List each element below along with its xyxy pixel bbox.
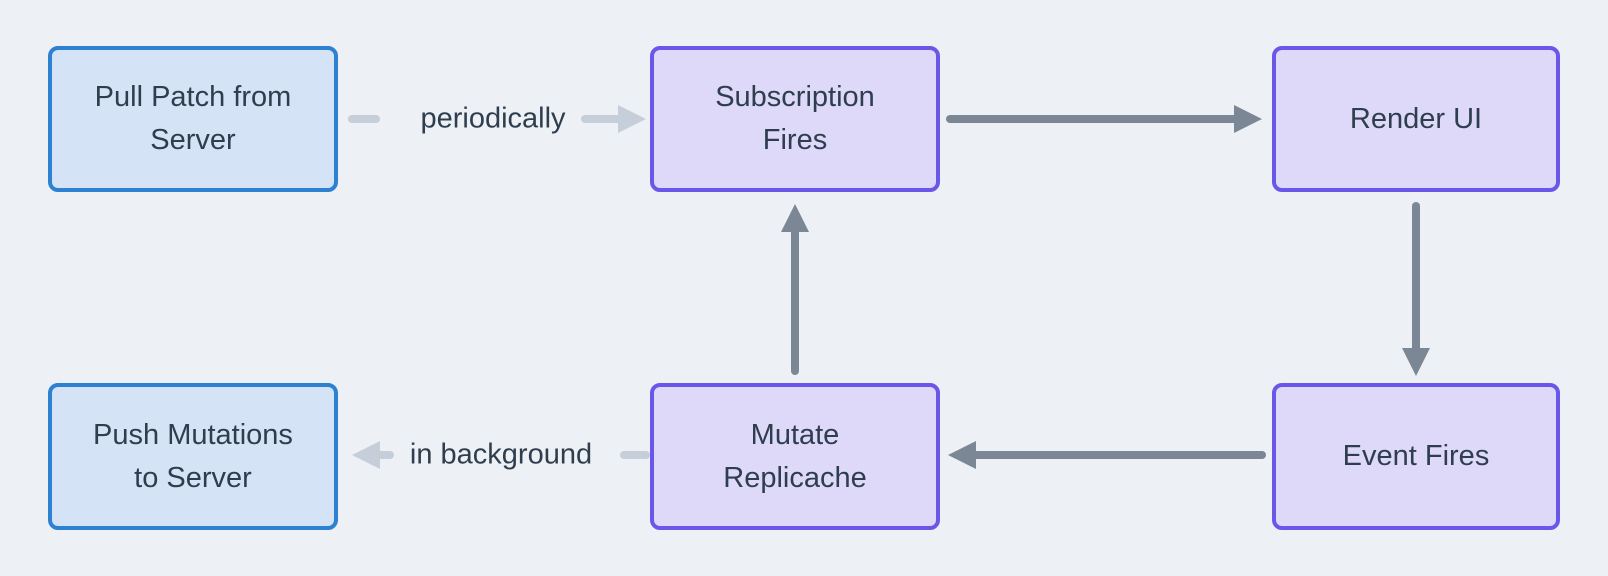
- node-label: Event Fires: [1342, 440, 1490, 473]
- node-render-ui: Render UI: [1272, 46, 1560, 192]
- arrow-pull-to-subscription-head: [618, 105, 646, 133]
- arrow-render-to-event-head: [1402, 348, 1430, 376]
- node-label: Mutate Replicache: [723, 418, 867, 494]
- node-label: Push Mutations to Server: [93, 418, 293, 494]
- node-label: Subscription Fires: [715, 81, 875, 156]
- node-mutate-replicache: Mutate Replicache: [650, 383, 940, 530]
- edge-label-in-background: in background: [409, 438, 593, 471]
- arrow-subscription-to-render-head: [1234, 105, 1262, 133]
- node-label: Render UI: [1349, 102, 1483, 135]
- node-label: Pull Patch from Server: [94, 81, 292, 156]
- edge-label-periodically: periodically: [420, 102, 566, 135]
- node-event-fires: Event Fires: [1272, 383, 1560, 530]
- node-pull-patch-from-server: Pull Patch from Server: [48, 46, 338, 192]
- arrow-event-to-mutate-head: [948, 441, 976, 469]
- arrow-mutate-to-push-head: [352, 441, 380, 469]
- arrow-mutate-to-subscription-head: [781, 204, 809, 232]
- node-push-mutations-to-server: Push Mutations to Server: [48, 383, 338, 530]
- node-subscription-fires: Subscription Fires: [650, 46, 940, 192]
